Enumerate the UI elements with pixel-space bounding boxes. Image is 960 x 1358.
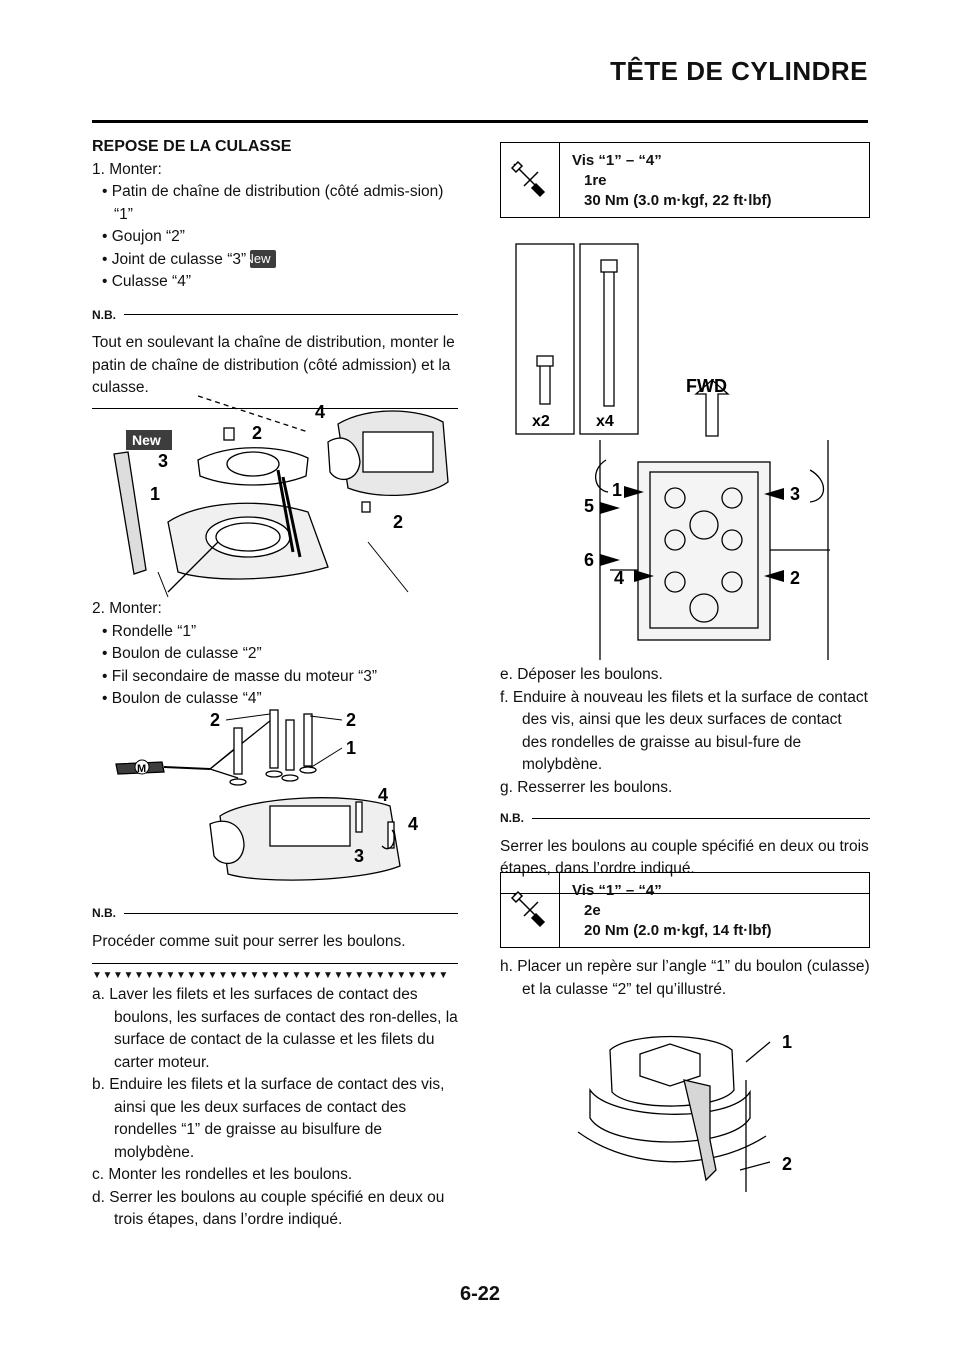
fig1-new-label: New [132, 432, 161, 448]
nb-label-text-2: N.B. [92, 906, 116, 920]
substep-f: f. Enduire à nouveau les filets et la su… [500, 688, 868, 774]
torque-spec-2: Vis “1” – “4” 2e 20 Nm (2.0 m·kgf, 14 ft… [500, 872, 870, 948]
right-column-step-h: h. Placer un repère sur l’angle “1” du b… [500, 956, 870, 1001]
fig3-label-x4: x4 [596, 413, 614, 430]
spec1-stage: 1re [584, 172, 607, 189]
substep-d: d. Serrer les boulons au couple spécifié… [92, 1188, 445, 1229]
substep-c: c. Monter les rondelles et les boulons. [92, 1166, 353, 1183]
substep-a: a. Laver les filets et les surfaces de c… [92, 986, 458, 1071]
step-1: 1. Monter: [92, 160, 162, 178]
step2-item-3: • Fil secondaire de masse du moteur “3” [102, 667, 378, 685]
step2-item-2: • Boulon de culasse “2” [102, 645, 262, 662]
spec2-title: Vis “1” – “4” [572, 882, 662, 899]
figure-angle-mark: 1 2 [577, 1032, 792, 1192]
nb-text-1: Tout en soulevant la chaîne de distribut… [92, 334, 455, 396]
page-title: TÊTE DE CYLINDRE [610, 56, 868, 86]
step2-item-4: • Boulon de culasse “4” [102, 690, 262, 707]
fig2-label-4b: 4 [408, 814, 418, 834]
nb-label-2: N.B. [92, 902, 458, 925]
step-2: 2. Monter: [92, 600, 162, 617]
nb-end-rule-3 [500, 892, 870, 894]
left-column-nb2: N.B. Procéder comme suit pour serrer les… [92, 896, 458, 1232]
fig4-label-1: 1 [782, 1032, 792, 1052]
nb-label-3: N.B. [500, 807, 870, 830]
fig3-label-2: 2 [790, 568, 800, 588]
figure-bolts-install: M 2 2 1 4 4 3 [115, 709, 418, 881]
procedure-start-marker: ▼▼▼▼▼▼▼▼▼▼▼▼▼▼▼▼▼▼▼▼▼▼▼▼▼▼▼▼▼▼▼▼▼▼ [92, 970, 449, 981]
fig3-label-4: 4 [614, 568, 624, 588]
nb-label-text: N.B. [92, 307, 116, 322]
fig1-label-3: 3 [158, 451, 168, 471]
fig2-label-2b: 2 [346, 710, 356, 730]
fig2-label-1: 1 [346, 738, 356, 758]
torque-wrench-icon-2 [501, 873, 560, 947]
spec2-stage: 2e [584, 902, 601, 919]
fig4-label-2: 2 [782, 1154, 792, 1174]
left-column-step2: 2. Monter: • Rondelle “1” • Boulon de cu… [92, 598, 458, 711]
nb-end-rule-2 [92, 963, 458, 964]
fig3-label-3: 3 [790, 484, 800, 504]
substep-e: e. Déposer les boulons. [500, 666, 663, 683]
fwd-label: FWD [686, 376, 727, 396]
spec1-torque: 30 Nm (3.0 m·kgf, 22 ft·lbf) [584, 192, 772, 209]
fig3-label-x2: x2 [532, 413, 550, 430]
fig3-label-6: 6 [584, 550, 594, 570]
fig2-label-4a: 4 [378, 785, 388, 805]
fig1-label-4: 4 [315, 402, 325, 422]
spec2-torque: 20 Nm (2.0 m·kgf, 14 ft·lbf) [584, 922, 772, 939]
fig3-label-5: 5 [584, 496, 594, 516]
nb-end-rule-1 [92, 407, 458, 409]
torque-wrench-icon [501, 143, 560, 217]
fig1-label-1: 1 [150, 484, 160, 504]
fig3-label-1: 1 [612, 480, 622, 500]
fig1-new-badge-bg [126, 430, 172, 450]
step1-item-3-text: • Joint de culasse “3” [102, 250, 247, 268]
spec1-title: Vis “1” – “4” [572, 152, 662, 169]
section-heading: REPOSE DE LA CULASSE [92, 138, 292, 155]
header-rule [92, 120, 868, 123]
fig2-label-3: 3 [354, 846, 364, 866]
fig1-label-2b: 2 [393, 512, 403, 532]
step1-item-1: • Patin de chaîne de distribution (côté … [102, 183, 444, 223]
substep-b: b. Enduire les filets et la surface de c… [92, 1076, 445, 1161]
nb-label-text-3: N.B. [500, 811, 524, 825]
step1-item-3: • Joint de culasse “3” New [100, 249, 458, 272]
right-column-steps: e. Déposer les boulons. f. Enduire à nou… [500, 664, 870, 894]
nb-label-1: N.B. [92, 304, 458, 327]
new-badge: New [244, 250, 277, 269]
fig2-label-m: M [137, 763, 146, 775]
step1-item-2: • Goujon “2” [102, 228, 185, 245]
nb-text-2: Procéder comme suit pour serrer les boul… [92, 932, 406, 950]
step1-item-4: • Culasse “4” [102, 273, 191, 290]
substep-h: h. Placer un repère sur l’angle “1” du b… [500, 958, 870, 998]
step2-item-1: • Rondelle “1” [102, 622, 197, 640]
fig1-label-2a: 2 [252, 423, 262, 443]
fig2-label-2a: 2 [210, 710, 220, 730]
figure-cylinder-head-install: New 2 3 1 4 2 [113, 395, 449, 598]
substep-g: g. Resserrer les boulons. [500, 778, 673, 796]
torque-spec-1: Vis “1” – “4” 1re 30 Nm (3.0 m·kgf, 22 f… [500, 142, 870, 218]
page-number: 6-22 [459, 1283, 501, 1305]
left-column: REPOSE DE LA CULASSE 1. Monter: • Patin … [92, 136, 458, 409]
figure-tightening-order: x2 x4 FWD 1 5 3 6 4 2 [515, 243, 830, 660]
